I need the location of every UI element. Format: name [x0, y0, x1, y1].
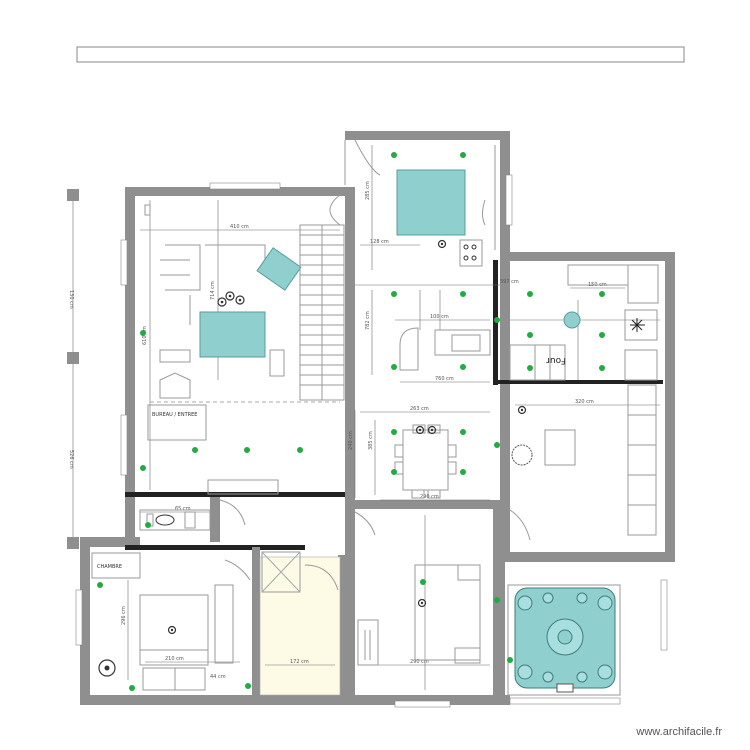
- light-points: [97, 152, 605, 691]
- kitchen: Four: [399, 264, 659, 381]
- left-scale: 130 cm 526 cm: [67, 189, 79, 549]
- svg-text:240 cm: 240 cm: [348, 431, 354, 450]
- svg-text:172 cm: 172 cm: [290, 659, 309, 665]
- top-table: [396, 169, 466, 236]
- svg-text:44 cm: 44 cm: [210, 674, 226, 680]
- watermark: www.archifacile.fr: [636, 726, 722, 738]
- armchair: [256, 247, 302, 291]
- top-room: [344, 139, 496, 267]
- title-banner: [76, 46, 685, 63]
- svg-text:296 cm: 296 cm: [121, 606, 127, 625]
- svg-text:782 cm: 782 cm: [365, 311, 371, 330]
- living-room: BUREAU / ENTREE: [144, 194, 345, 495]
- living-table: [199, 311, 266, 358]
- staircase: [299, 224, 345, 401]
- label-bureau: BUREAU / ENTREE: [152, 412, 197, 418]
- bedroom: CHAMBRE: [91, 552, 251, 691]
- lower-room: [354, 511, 481, 666]
- svg-text:128 cm: 128 cm: [370, 239, 389, 245]
- svg-text:285 cm: 285 cm: [365, 181, 371, 200]
- svg-text:320 cm: 320 cm: [575, 399, 594, 405]
- wc-area: [139, 499, 339, 593]
- svg-text:263 cm: 263 cm: [410, 406, 429, 412]
- svg-text:100 cm: 100 cm: [430, 314, 449, 320]
- dim-left-top: 130 cm: [68, 290, 74, 309]
- bed: [139, 594, 209, 666]
- label-chambre: CHAMBRE: [97, 564, 122, 570]
- svg-text:385 cm: 385 cm: [368, 431, 374, 450]
- svg-text:65 cm: 65 cm: [175, 506, 191, 512]
- shower: [261, 551, 301, 593]
- svg-text:290 cm: 290 cm: [410, 659, 429, 665]
- jacuzzi: [507, 584, 621, 696]
- svg-text:610 cm: 610 cm: [142, 326, 148, 345]
- svg-text:290 cm: 290 cm: [420, 494, 439, 500]
- right-living: [509, 384, 657, 541]
- svg-text:210 cm: 210 cm: [165, 656, 184, 662]
- snowflake-icon: [630, 318, 645, 332]
- svg-text:597 cm: 597 cm: [500, 279, 519, 285]
- dim-living-width: 410 cm: [230, 224, 249, 230]
- dim-living-height: 714 cm: [210, 281, 216, 300]
- dimension-lines: 410 cm 714 cm 610 cm 128 cm 285 cm 597 c…: [121, 145, 660, 690]
- dim-left-bottom: 526 cm: [68, 450, 74, 469]
- dining-room: [394, 424, 457, 499]
- windows: [75, 174, 668, 708]
- svg-text:760 cm: 760 cm: [435, 376, 454, 382]
- label-four: Four: [546, 355, 566, 365]
